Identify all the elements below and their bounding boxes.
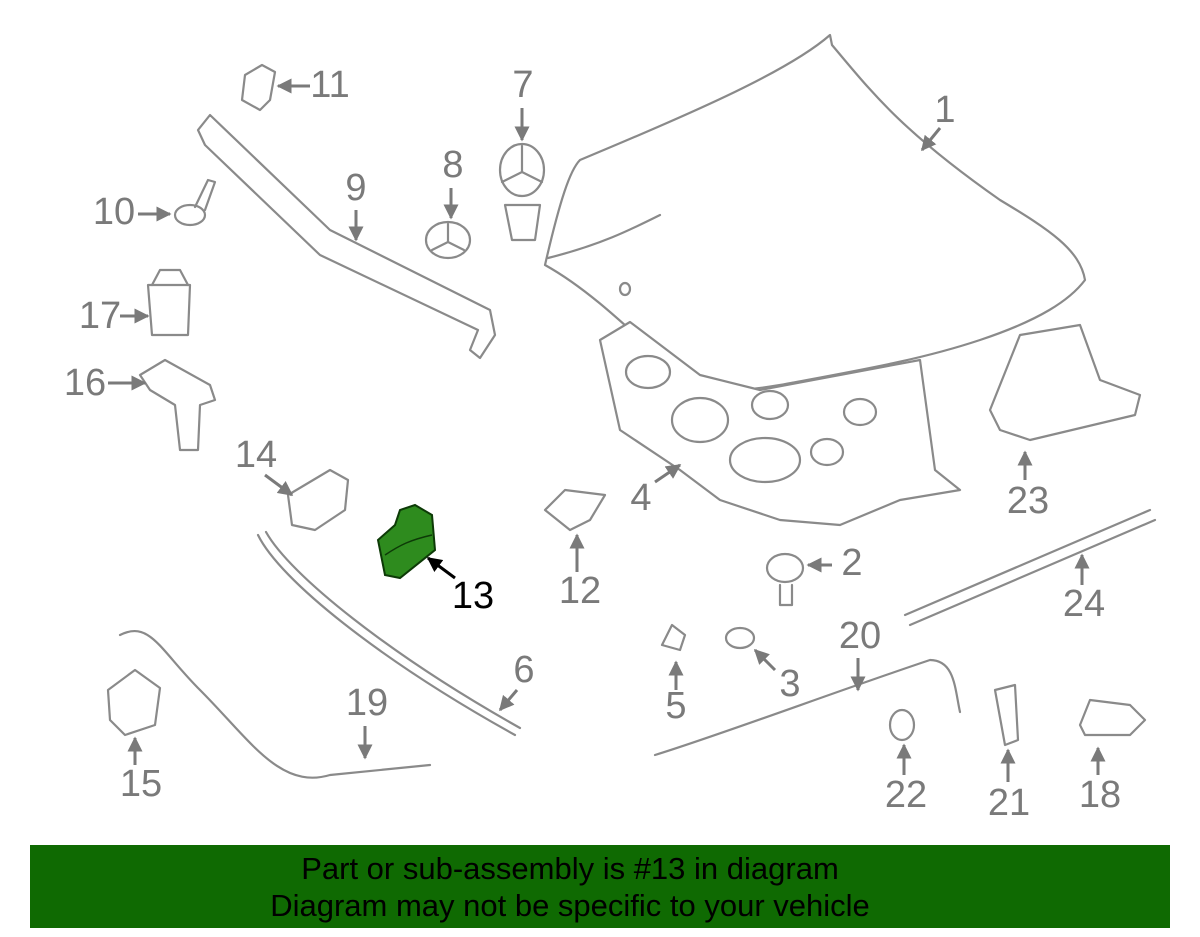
callout-22: 22 (885, 774, 927, 816)
callout-24: 24 (1063, 583, 1105, 625)
callout-2: 2 (841, 542, 862, 584)
part-clip-11 (240, 63, 277, 112)
part-bumper-2 (765, 552, 805, 607)
callout-11: 11 (310, 64, 349, 106)
part-bumper-10 (173, 178, 217, 227)
part-gas-strut-24 (903, 508, 1157, 627)
part-handle-18 (1078, 698, 1147, 737)
callout-18: 18 (1079, 774, 1121, 816)
part-emblem-badge (424, 220, 472, 260)
part-clip-5 (660, 623, 687, 652)
part-clip-12 (543, 488, 607, 532)
part-notice-banner: Part or sub-assembly is #13 in diagram D… (30, 845, 1170, 928)
part-hood-insulator (598, 320, 962, 527)
part-bracket-14 (286, 468, 350, 532)
part-hood-seal (196, 113, 497, 360)
part-grommet-3 (724, 626, 756, 650)
banner-line-2: Diagram may not be specific to your vehi… (270, 888, 870, 923)
part-cable-19 (118, 629, 432, 779)
part-bracket-21 (993, 683, 1020, 747)
part-seal-6 (256, 530, 522, 737)
part-cable-20 (653, 658, 962, 757)
callout-7: 7 (512, 64, 533, 106)
callout-8: 8 (442, 144, 463, 186)
part-latch-15 (106, 668, 162, 737)
part-clip-22 (888, 708, 916, 742)
part-buffer-17 (146, 268, 192, 337)
callout-6: 6 (513, 649, 534, 691)
banner-line-1: Part or sub-assembly is #13 in diagram (301, 851, 839, 886)
part-hinge-23 (988, 323, 1142, 442)
part-hood-emblem (498, 142, 546, 242)
callout-5: 5 (665, 685, 686, 727)
callout-21: 21 (988, 782, 1030, 824)
callout-3: 3 (779, 663, 800, 705)
parts-diagram: 1 2 3 4 5 6 7 8 9 10 11 12 13 14 15 16 1… (64, 33, 1157, 824)
callout-19: 19 (346, 682, 388, 724)
callout-15: 15 (120, 763, 162, 805)
callout-13-highlighted: 13 (452, 575, 494, 617)
callout-9: 9 (345, 167, 366, 209)
callout-10: 10 (93, 191, 135, 233)
callout-20: 20 (839, 615, 881, 657)
callout-1: 1 (934, 89, 955, 131)
callout-14: 14 (235, 434, 277, 476)
callout-4: 4 (630, 477, 651, 519)
callout-12: 12 (559, 570, 601, 612)
callout-17: 17 (79, 295, 121, 337)
part-13-hood-latch-highlighted (376, 503, 437, 580)
callout-arrows (108, 78, 1106, 782)
callout-16: 16 (64, 362, 106, 404)
part-bracket-16 (138, 358, 217, 452)
callout-23: 23 (1007, 480, 1049, 522)
